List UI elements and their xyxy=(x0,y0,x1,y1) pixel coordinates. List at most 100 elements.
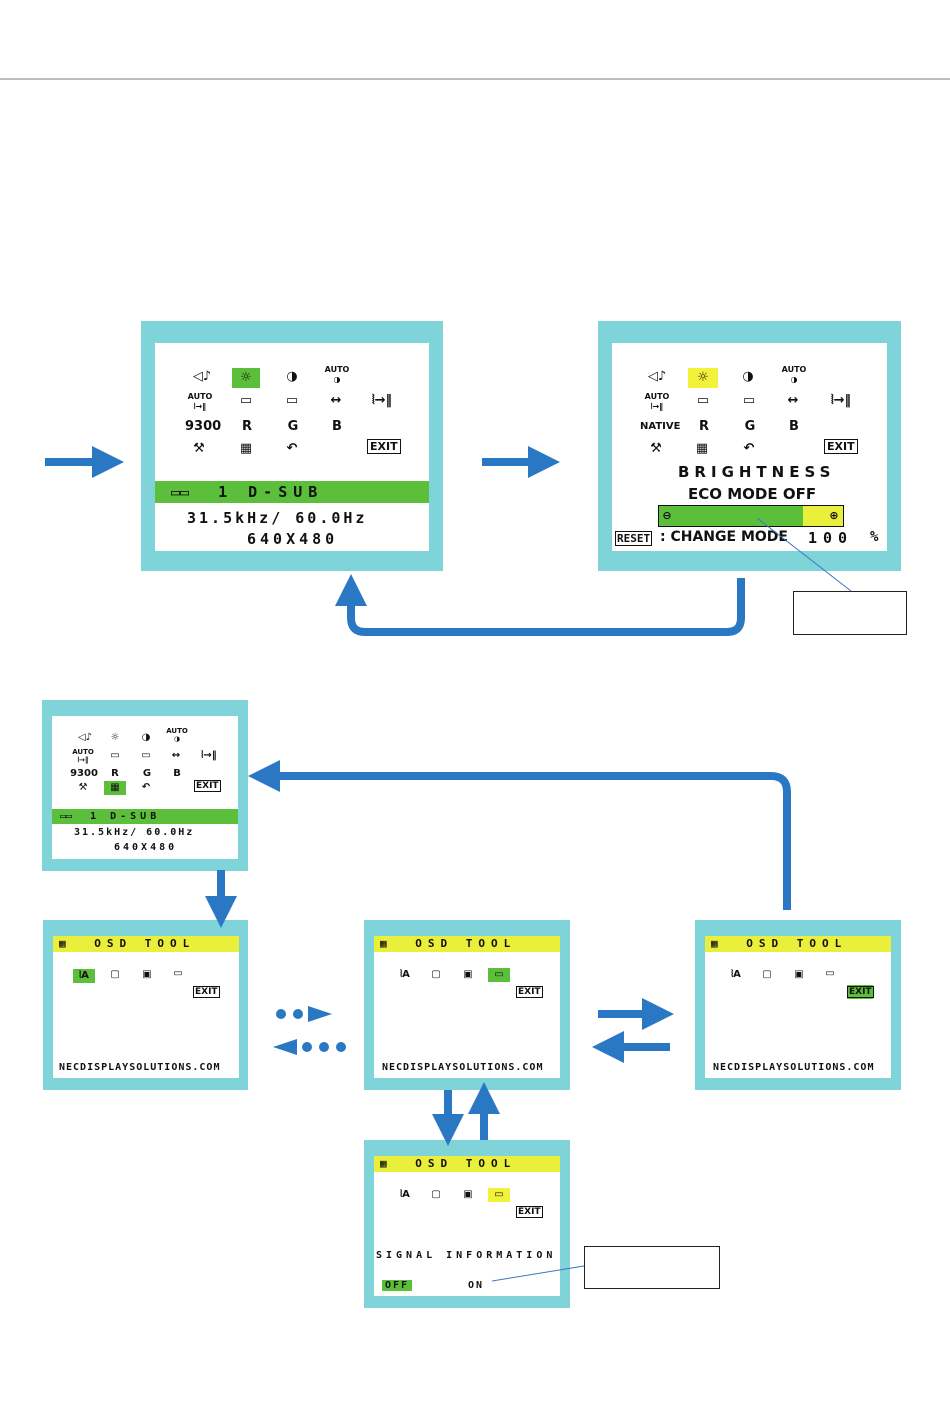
auto-label: AUTO xyxy=(187,392,213,401)
tool-icon[interactable]: ⚒ xyxy=(650,441,662,456)
exit-icon[interactable]: EXIT xyxy=(516,986,543,998)
minus-icon[interactable]: ⊖ xyxy=(662,509,672,522)
brightness-icon[interactable]: ☼ xyxy=(110,732,120,743)
volume-icon[interactable]: ◁♪ xyxy=(192,369,212,384)
contrast-icon[interactable]: ◑ xyxy=(141,732,151,743)
reset-icon[interactable]: ↶ xyxy=(743,441,755,456)
reset-icon[interactable]: ↶ xyxy=(141,782,151,793)
left-right-icon[interactable]: ▭ xyxy=(110,750,120,761)
tool-icon[interactable]: ⚒ xyxy=(193,441,205,456)
auto-adjust-icon[interactable]: AUTO◑ xyxy=(324,365,350,384)
signal-info-icon[interactable]: ▭ xyxy=(488,968,510,982)
osd-timeout-icon[interactable]: ▢ xyxy=(762,969,772,980)
contrast-icon[interactable]: ◑ xyxy=(286,369,298,384)
osd-tool-title: OSD TOOL xyxy=(415,937,517,950)
exit-icon[interactable]: EXIT xyxy=(367,439,401,455)
exit-icon[interactable]: EXIT xyxy=(824,439,858,455)
osd-tool-frame-b: ▦ OSD TOOL ⦚A ▢ ▣ ▭ EXIT NECDISPLAYSOLUT… xyxy=(364,920,570,1090)
exit-icon[interactable]: EXIT xyxy=(194,780,221,792)
color-g[interactable]: G xyxy=(142,768,152,779)
osd-screen-brightness: ◁♪ ☼ ◑ AUTO◑ AUTO⦚→‖ ▭ ▭ ↔ ⦚→‖ NATIVE R … xyxy=(612,343,887,551)
osd-lock-icon[interactable]: ▣ xyxy=(463,969,473,980)
language-icon[interactable]: ⦚A xyxy=(73,969,95,983)
plus-icon[interactable]: ⊕ xyxy=(829,509,839,522)
osd-icon[interactable]: ▦ xyxy=(695,441,709,456)
color-b[interactable]: B xyxy=(332,419,342,434)
h-size-icon[interactable]: ↔ xyxy=(787,393,799,408)
top-rule xyxy=(0,78,950,80)
language-icon[interactable]: ⦚A xyxy=(400,969,410,980)
brightness-icon[interactable]: ☼ xyxy=(232,368,260,388)
osd-lock-icon[interactable]: ▣ xyxy=(463,1189,473,1200)
color-b[interactable]: B xyxy=(789,419,799,434)
arrow-exit-back xyxy=(248,760,791,910)
auto-adjust-icon[interactable]: AUTO◑ xyxy=(781,365,807,384)
auto-label: AUTO xyxy=(324,365,350,374)
input-label: 1 D-SUB xyxy=(90,811,161,822)
osd-timeout-icon[interactable]: ▢ xyxy=(431,969,441,980)
color-preset-native[interactable]: NATIVE xyxy=(640,421,681,432)
left-right-icon[interactable]: ▭ xyxy=(239,393,253,408)
color-r[interactable]: R xyxy=(698,419,709,434)
down-up-icon[interactable]: ▭ xyxy=(141,750,151,761)
fine-icon[interactable]: ⦚→‖ xyxy=(201,750,217,761)
auto-adjust-position-icon[interactable]: AUTO⦚→‖ xyxy=(187,392,213,411)
osd-icon[interactable]: ▦ xyxy=(104,781,126,795)
volume-icon[interactable]: ◁♪ xyxy=(77,732,93,743)
color-r[interactable]: R xyxy=(241,419,252,434)
language-icon[interactable]: ⦚A xyxy=(731,969,741,980)
language-icon[interactable]: ⦚A xyxy=(400,1189,410,1200)
osd-tool-icon: ▦ xyxy=(59,937,66,950)
osd-icon[interactable]: ▦ xyxy=(239,441,253,456)
color-preset-9300[interactable]: 9300 xyxy=(185,419,222,434)
tool-icon[interactable]: ⚒ xyxy=(78,782,88,793)
osd-lock-icon[interactable]: ▣ xyxy=(794,969,804,980)
callout-line-brightness xyxy=(756,517,852,592)
brightness-slider[interactable]: ⊖ ⊕ xyxy=(658,505,844,527)
auto-adjust-position-icon[interactable]: AUTO⦚→‖ xyxy=(644,392,670,411)
signal-on-option[interactable]: ON xyxy=(468,1280,485,1291)
color-r[interactable]: R xyxy=(111,768,119,779)
osd-timeout-icon[interactable]: ▢ xyxy=(431,1189,441,1200)
reset-icon[interactable]: ↶ xyxy=(286,441,298,456)
color-preset-9300[interactable]: 9300 xyxy=(70,768,98,779)
frequency-text: 31.5kHz/ 60.0Hz xyxy=(187,509,368,527)
exit-icon[interactable]: EXIT xyxy=(193,986,220,998)
exit-icon[interactable]: EXIT xyxy=(847,985,874,999)
auto-adjust-icon[interactable]: AUTO◑ xyxy=(166,727,188,743)
input-bar: ▭▭ 1 D-SUB xyxy=(155,481,429,503)
resolution-text: 640X480 xyxy=(247,530,339,548)
osd-tool-title: OSD TOOL xyxy=(415,1157,517,1170)
reset-box[interactable]: RESET xyxy=(615,531,653,546)
color-g[interactable]: G xyxy=(287,419,299,434)
fine-icon[interactable]: ⦚→‖ xyxy=(830,393,852,408)
color-g[interactable]: G xyxy=(744,419,756,434)
exit-icon[interactable]: EXIT xyxy=(516,1206,543,1218)
contrast-icon[interactable]: ◑ xyxy=(742,369,754,384)
down-up-icon[interactable]: ▭ xyxy=(285,393,299,408)
auto-adjust-position-icon[interactable]: AUTO⦚→‖ xyxy=(72,748,94,764)
signal-info-icon[interactable]: ▭ xyxy=(173,968,183,979)
exit-label: EXIT xyxy=(847,986,874,998)
brightness-icon[interactable]: ☼ xyxy=(688,368,718,388)
left-right-icon[interactable]: ▭ xyxy=(696,393,710,408)
color-b[interactable]: B xyxy=(173,768,181,779)
osd-lock-icon[interactable]: ▣ xyxy=(142,969,152,980)
exit-label: EXIT xyxy=(824,439,858,454)
signal-off-option[interactable]: OFF xyxy=(382,1280,413,1291)
volume-icon[interactable]: ◁♪ xyxy=(647,369,667,384)
osd-screen-main-menu: ◁♪ ☼ ◑ AUTO◑ AUTO⦚→‖ ▭ ▭ ↔ ⦚→‖ 9300 R G … xyxy=(155,343,429,551)
h-size-icon[interactable]: ↔ xyxy=(330,393,342,408)
signal-info-icon[interactable]: ▭ xyxy=(488,1188,510,1202)
exit-label: EXIT xyxy=(367,439,401,454)
fine-icon[interactable]: ⦚→‖ xyxy=(371,393,393,408)
osd-tool-title: OSD TOOL xyxy=(94,937,196,950)
auto-label: AUTO xyxy=(166,727,188,735)
percent-unit: % xyxy=(870,529,879,545)
osd-tool-icon: ▦ xyxy=(380,937,387,950)
down-up-icon[interactable]: ▭ xyxy=(742,393,756,408)
signal-info-icon[interactable]: ▭ xyxy=(825,968,835,979)
osd-timeout-icon[interactable]: ▢ xyxy=(110,969,120,980)
h-size-icon[interactable]: ↔ xyxy=(171,750,181,761)
change-mode-text: : CHANGE MODE xyxy=(660,529,788,545)
